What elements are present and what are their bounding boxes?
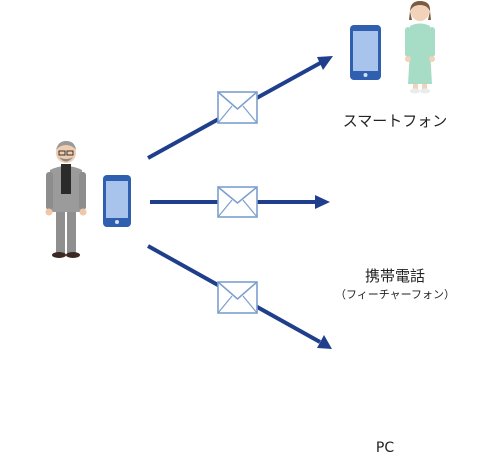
woman-person [405, 1, 435, 94]
feature-phone-sublabel: （フィーチャーフォン） [334, 288, 455, 301]
pc-label: PC [375, 440, 395, 456]
envelope-icon [217, 281, 258, 314]
smartphone-label: スマートフォン [342, 112, 448, 130]
envelope-icon [217, 186, 258, 218]
feature-phone-label: 携帯電話 [364, 267, 425, 285]
smartphone-icon [350, 25, 381, 80]
sender-person [45, 141, 87, 258]
envelope-icon [217, 91, 258, 124]
sender-smartphone-icon [103, 175, 131, 227]
